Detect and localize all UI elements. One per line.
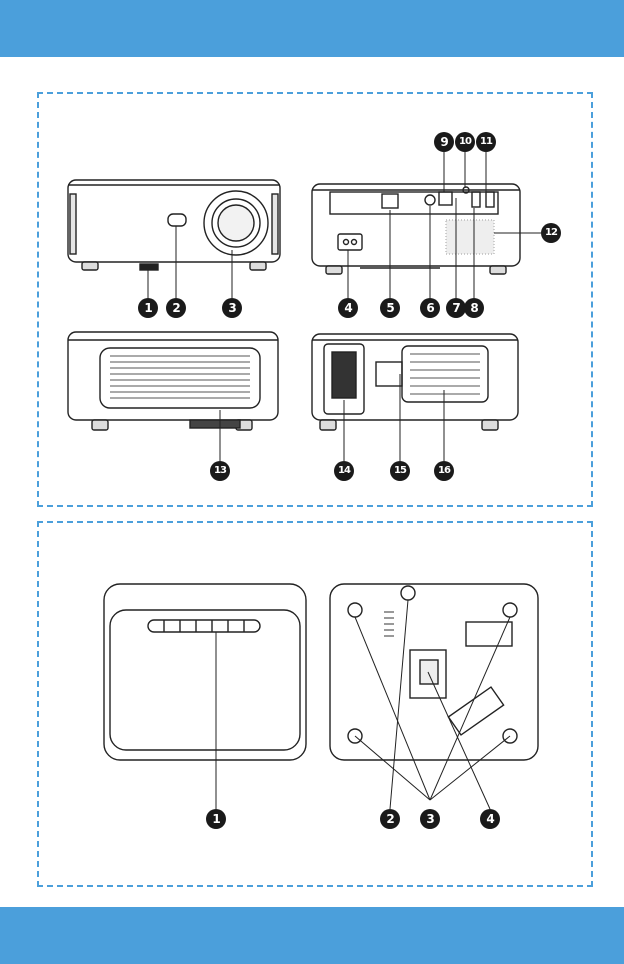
callout-15: 15 — [390, 461, 410, 481]
callout-11: 11 — [476, 132, 496, 152]
front-view — [68, 180, 280, 270]
callout-5: 5 — [380, 298, 400, 318]
callout-bottom-2: 2 — [380, 809, 400, 829]
side-view-left — [68, 332, 278, 430]
callout-6: 6 — [420, 298, 440, 318]
callout-13: 13 — [210, 461, 230, 481]
callout-2: 2 — [166, 298, 186, 318]
callout-1: 1 — [138, 298, 158, 318]
top-view — [104, 584, 306, 760]
callout-16: 16 — [434, 461, 454, 481]
callout-7: 7 — [446, 298, 466, 318]
callout-4: 4 — [338, 298, 358, 318]
callout-bottom-3: 3 — [420, 809, 440, 829]
callout-8: 8 — [464, 298, 484, 318]
callout-14: 14 — [334, 461, 354, 481]
back-view — [312, 184, 520, 274]
bottom-view — [330, 584, 538, 760]
callout-bottom-1: 1 — [206, 809, 226, 829]
side-view-right — [312, 334, 518, 430]
callout-3: 3 — [222, 298, 242, 318]
callout-12: 12 — [541, 223, 561, 243]
callout-10: 10 — [455, 132, 475, 152]
callout-9: 9 — [434, 132, 454, 152]
callout-bottom-4: 4 — [480, 809, 500, 829]
